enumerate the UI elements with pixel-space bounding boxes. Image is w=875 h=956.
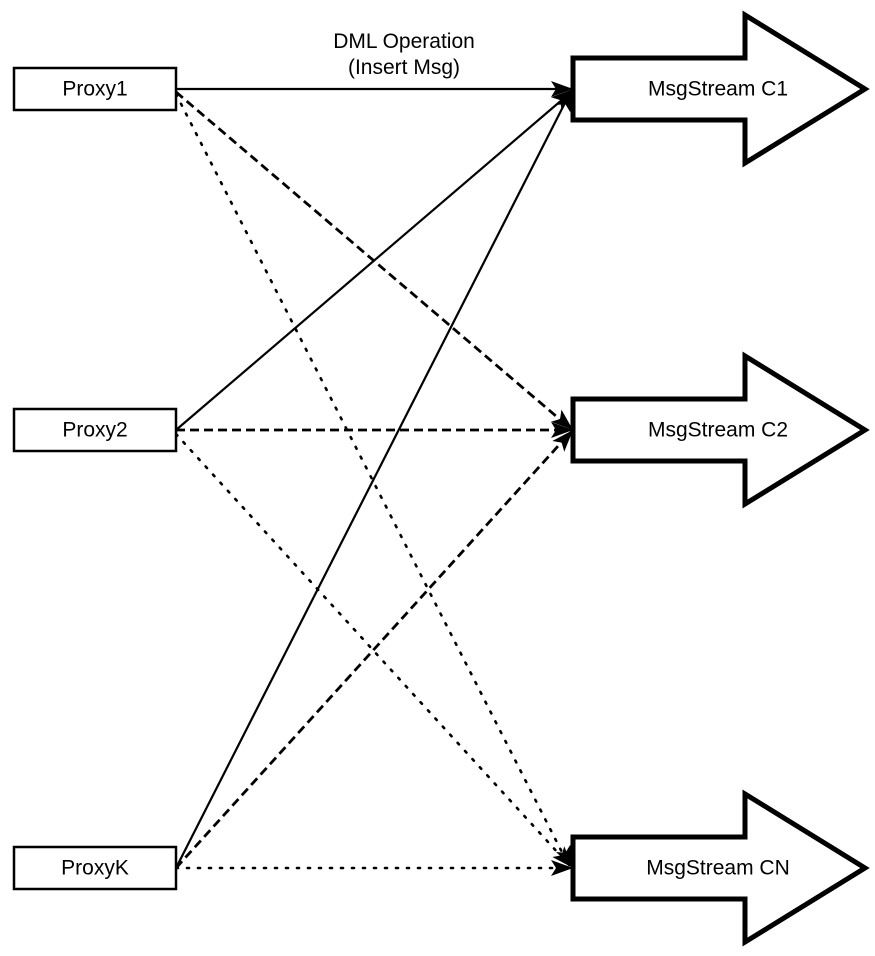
edge-annotation-dml-operation: DML Operation (Insert Msg) <box>333 30 475 79</box>
edge-proxy2-to-stream-c1[interactable] <box>175 92 571 431</box>
stream-c1-label: MsgStream C1 <box>648 78 788 101</box>
proxyk-box[interactable] <box>12 845 178 891</box>
edge-proxy2-to-stream-cn[interactable] <box>174 432 571 867</box>
edge-proxy1-to-stream-cn[interactable] <box>174 92 570 866</box>
stream-c2-arrow-shape[interactable] <box>570 351 870 509</box>
stream-node-c1[interactable]: MsgStream C1 <box>570 10 870 168</box>
stream-cn-label: MsgStream CN <box>646 857 790 880</box>
arrowhead-proxy1-c1 <box>551 81 573 97</box>
arrowhead-proxyk-c1 <box>555 89 573 113</box>
arrowhead-proxyk-cn <box>551 860 573 876</box>
stream-cn-arrow-shape[interactable] <box>570 789 870 947</box>
stream-node-cn[interactable]: MsgStream CN <box>570 789 870 947</box>
arrowhead-proxy2-c2 <box>551 422 573 438</box>
proxy2-box[interactable] <box>12 407 178 453</box>
stream-node-c2[interactable]: MsgStream C2 <box>570 351 870 509</box>
arrowheads-layer <box>551 81 573 876</box>
dml-operation-line1: DML Operation <box>333 30 475 53</box>
stream-c1-arrow-shape[interactable] <box>570 10 870 168</box>
proxyk-label: ProxyK <box>61 857 129 880</box>
arrowhead-proxyk-c2 <box>552 430 573 452</box>
proxy-node-proxyk[interactable]: ProxyK <box>12 845 178 891</box>
edge-proxy1-to-stream-c2[interactable] <box>175 90 571 430</box>
stream-c2-label: MsgStream C2 <box>648 419 788 442</box>
edge-proxyk-to-stream-c1[interactable] <box>175 94 570 869</box>
proxy-node-proxy2[interactable]: Proxy2 <box>12 407 178 453</box>
arrowhead-proxy1-c2 <box>551 409 573 430</box>
proxy-node-proxy1[interactable]: Proxy1 <box>12 66 178 112</box>
arrowhead-proxy2-c1 <box>551 89 573 110</box>
proxy1-label: Proxy1 <box>62 78 127 101</box>
arrowhead-proxy2-cn <box>552 846 573 868</box>
proxy2-label: Proxy2 <box>62 419 127 442</box>
edges-layer <box>174 87 574 870</box>
dml-operation-line2: (Insert Msg) <box>348 56 460 79</box>
proxy1-box[interactable] <box>12 66 178 112</box>
